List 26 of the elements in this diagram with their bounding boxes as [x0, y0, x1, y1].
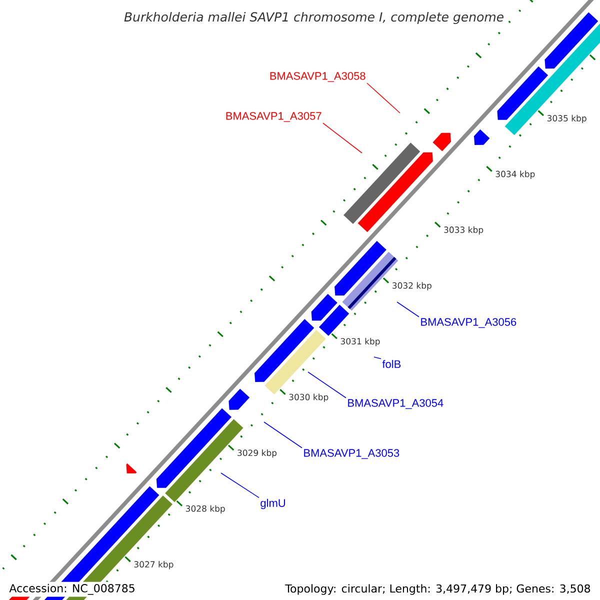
leader-line [308, 372, 346, 398]
gene-label: glmU [260, 498, 285, 510]
leader-line [396, 302, 420, 318]
title: Burkholderia mallei SAVP1 chromosome I, complete genome [124, 12, 504, 24]
leader-line [374, 356, 382, 360]
tick-label: 3033 kbp [444, 226, 484, 235]
gene-label: BMASAVP1_A3058 [270, 72, 366, 82]
gene-label: BMASAVP1_A3054 [348, 399, 444, 409]
tick-label: 3032 kbp [392, 282, 432, 290]
topology-label: Topology: circular; Length: 3,497,479 bp; Genes: 3,508 [283, 582, 593, 597]
tick-label: 3034 kbp [496, 170, 535, 179]
gene-label: BMASAVP1_A3057 [226, 112, 322, 122]
leader-line [220, 472, 260, 498]
gene-label: BMASAVP1_A3053 [304, 449, 400, 459]
leader-line [366, 82, 400, 114]
tick-label: 3028 kbp [186, 505, 225, 514]
tick-label: 3030 kbp [289, 394, 328, 402]
leader-line [322, 122, 362, 154]
tick-label: 3035 kbp [547, 114, 586, 124]
tick-label: 3029 kbp [238, 449, 277, 458]
gene-label: BMASAVP1_A3056 [421, 318, 516, 328]
tick-label: 3031 kbp [340, 338, 380, 346]
gene-label: folB [382, 360, 401, 368]
accession-label: Accession: NC_008785 [7, 582, 138, 597]
tick-label: 3027 kbp [134, 560, 174, 570]
leader-line [264, 422, 302, 448]
